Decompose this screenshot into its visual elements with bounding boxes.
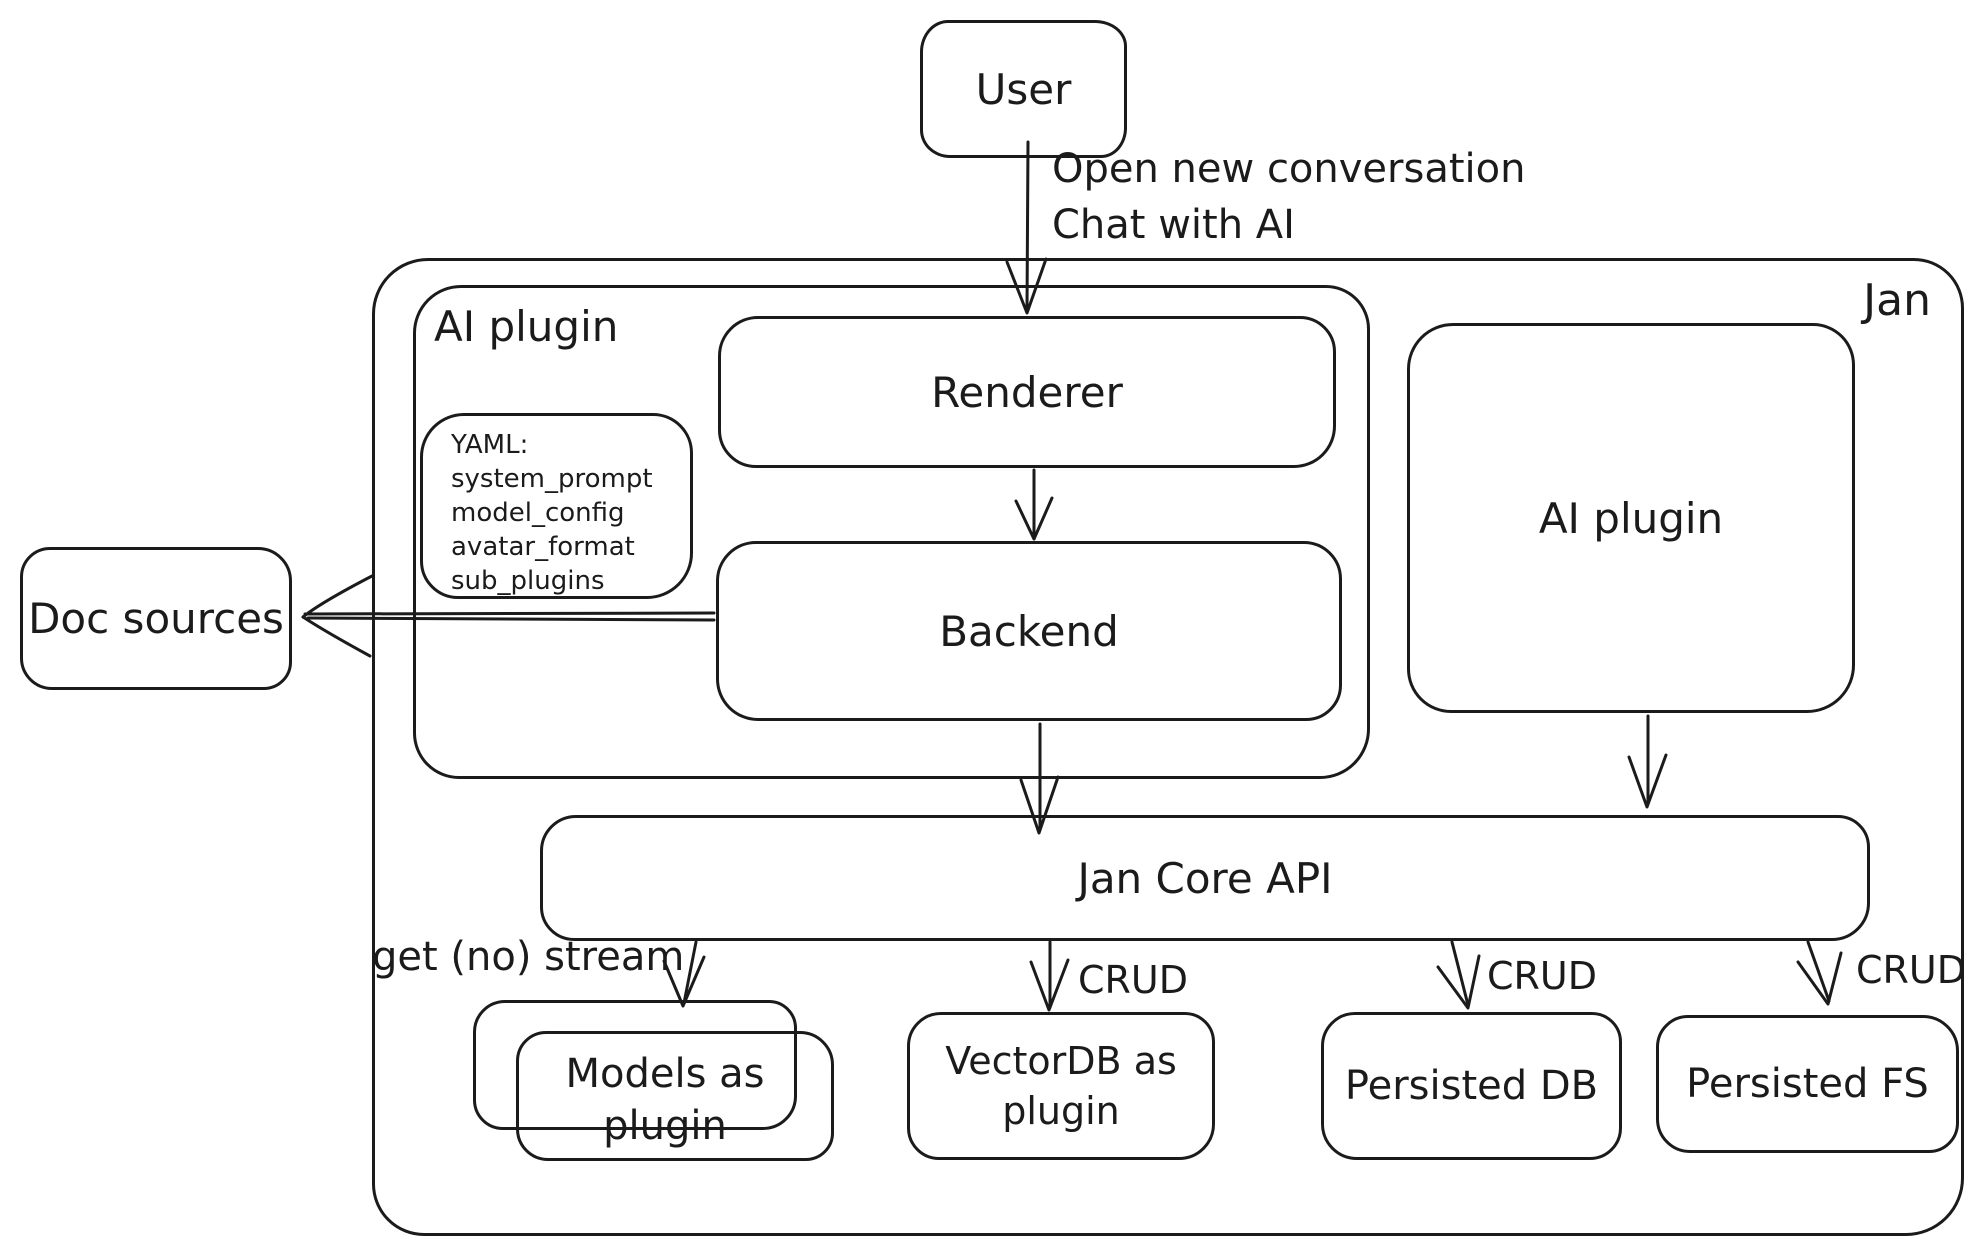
container-jan-label: Jan bbox=[1863, 275, 1931, 326]
node-models-as-plugin-label: Models as plugin bbox=[565, 1051, 765, 1149]
node-models-as-plugin[interactable] bbox=[516, 1031, 834, 1161]
node-ai-plugin-right[interactable]: AI plugin bbox=[1407, 323, 1855, 713]
edge-label-crud-persisted-fs: CRUD bbox=[1856, 948, 1967, 992]
node-models-as-plugin-back[interactable] bbox=[473, 1000, 797, 1130]
node-renderer-label: Renderer bbox=[931, 367, 1123, 417]
yaml-note-line: sub_plugins bbox=[451, 566, 605, 596]
edge-label-get-no-stream: get (no) stream bbox=[372, 934, 685, 980]
yaml-note-line: system_prompt bbox=[451, 464, 653, 494]
node-user[interactable]: User bbox=[920, 20, 1127, 158]
node-jan-core-api[interactable]: Jan Core API bbox=[540, 815, 1870, 941]
container-ai-plugin-label: AI plugin bbox=[434, 302, 619, 351]
node-jan-core-api-label: Jan Core API bbox=[1077, 853, 1333, 903]
node-renderer[interactable]: Renderer bbox=[718, 316, 1336, 468]
yaml-note-line: model_config bbox=[451, 498, 625, 528]
edge-label-crud-vectordb: CRUD bbox=[1078, 958, 1189, 1002]
node-backend[interactable]: Backend bbox=[716, 541, 1342, 721]
node-user-label: User bbox=[975, 64, 1072, 114]
arrow-head bbox=[301, 574, 374, 619]
yaml-note-title: YAML: bbox=[451, 430, 529, 460]
node-persisted-fs[interactable]: Persisted FS bbox=[1656, 1015, 1959, 1153]
node-persisted-db[interactable]: Persisted DB bbox=[1321, 1012, 1622, 1160]
node-yaml-note[interactable]: YAML: system_prompt model_config avatar_… bbox=[420, 413, 693, 599]
edge-label-open-new-conversation: Open new conversation bbox=[1052, 146, 1526, 192]
node-backend-label: Backend bbox=[939, 606, 1119, 656]
node-vectordb-as-plugin[interactable]: VectorDB as plugin bbox=[907, 1012, 1215, 1160]
node-ai-plugin-right-label: AI plugin bbox=[1538, 493, 1724, 543]
edge-label-chat-with-ai: Chat with AI bbox=[1052, 202, 1295, 248]
node-persisted-db-label: Persisted DB bbox=[1344, 1063, 1599, 1109]
container-ai-plugin[interactable]: AI plugin bbox=[413, 285, 1370, 779]
yaml-note-line: avatar_format bbox=[451, 532, 635, 562]
node-persisted-fs-label: Persisted FS bbox=[1686, 1061, 1929, 1107]
container-jan[interactable]: Jan bbox=[372, 258, 1964, 1236]
node-doc-sources-label: Doc sources bbox=[28, 594, 284, 643]
node-doc-sources[interactable]: Doc sources bbox=[20, 547, 292, 690]
arrow-head bbox=[301, 615, 372, 658]
edge-label-crud-persisted-db: CRUD bbox=[1487, 954, 1598, 998]
node-vectordb-as-plugin-label: VectorDB as plugin bbox=[945, 1039, 1177, 1133]
